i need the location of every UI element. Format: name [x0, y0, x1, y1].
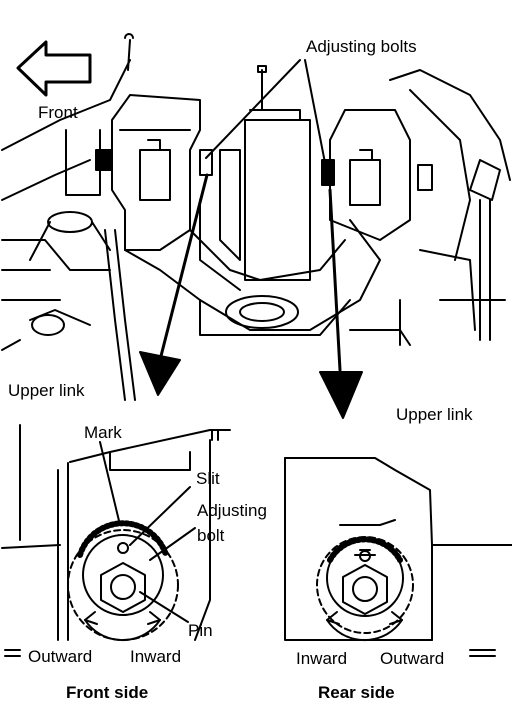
front-label: Front [38, 103, 78, 122]
pointer-arrows [139, 173, 363, 419]
outward-right-label: Outward [380, 649, 445, 668]
rear-side-detail [284, 457, 512, 657]
front-side-caption: Front side [66, 683, 149, 702]
pin-label: Pin [188, 621, 213, 640]
slit-label: Slit [196, 469, 220, 488]
front-side-detail [1, 424, 231, 657]
front-direction-arrow [16, 40, 92, 97]
adjusting-bolts-label: Adjusting bolts [306, 37, 417, 56]
inward-right-label: Inward [296, 649, 348, 668]
mark-label: Mark [84, 423, 122, 442]
adjusting-bolt-label-line1: Adjusting [197, 501, 267, 520]
upper-link-right-label: Upper link [396, 405, 473, 424]
upper-link-left-label: Upper link [8, 381, 85, 400]
rear-side-caption: Rear side [318, 683, 395, 702]
outward-left-label: Outward [28, 647, 93, 666]
adjusting-bolt-label-line2: bolt [197, 526, 225, 545]
suspension-assembly-illustration [1, 33, 511, 401]
inward-left-label: Inward [130, 647, 182, 666]
